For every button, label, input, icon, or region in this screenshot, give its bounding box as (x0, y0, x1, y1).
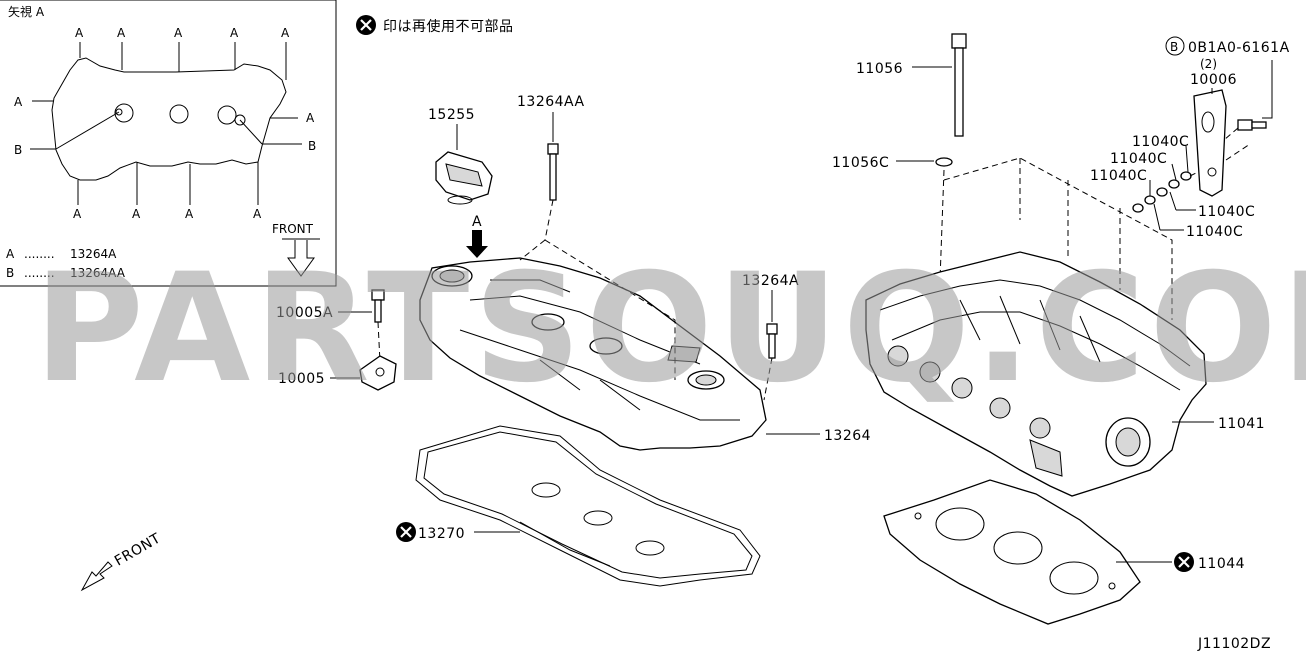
view-a-label: A (472, 214, 482, 230)
diagram-code: J11102DZ (1197, 636, 1271, 652)
bolt-b-mark-icon (1165, 36, 1185, 56)
callout-a: A (230, 26, 239, 40)
part-13264-rocker-cover (419, 257, 767, 451)
label-11040C: 11040C (1090, 168, 1147, 184)
label-11040C: 11040C (1198, 204, 1255, 220)
legend-dots: ........ (24, 247, 55, 261)
label-11044: 11044 (1198, 556, 1245, 572)
legend-key: A (6, 247, 15, 261)
label-11040C: 11040C (1132, 134, 1189, 150)
callout-a: A (306, 111, 315, 125)
legend-value: 13264A (70, 247, 117, 261)
header-note-text: 印は再使用不可部品 (383, 18, 514, 35)
label-15255: 15255 (428, 107, 475, 123)
callout-a: A (185, 207, 194, 221)
part-11056C-washer (935, 157, 953, 167)
label-13264A: 13264A (742, 273, 799, 289)
legend-dots: ........ (24, 266, 55, 280)
inset-spark-hole-2 (169, 104, 189, 124)
callout-a: A (174, 26, 183, 40)
front-arrow-icon (80, 561, 113, 592)
label-10005A: 10005A (276, 305, 333, 321)
inset-title: 矢視 A (8, 4, 45, 19)
callout-a: A (281, 26, 290, 40)
label-13264AA: 13264AA (517, 94, 585, 110)
front-label: FRONT (112, 530, 164, 569)
inset-cover-outline (51, 57, 287, 181)
view-a-arrow-icon (466, 230, 488, 258)
part-11056-head-bolt (951, 33, 967, 137)
inset-callout-letters: A A A A A A A B B A A A A (14, 26, 316, 221)
callout-a: A (75, 26, 84, 40)
non-reusable-note: 印は再使用不可部品 (356, 15, 514, 35)
watermark: PARTSOUQ.COM (34, 242, 1306, 416)
x-mark (360, 19, 372, 31)
callout-b: B (14, 143, 22, 157)
washer-leaders (1149, 145, 1196, 231)
inset-spark-hole-1 (114, 103, 134, 123)
legend-value: 13264AA (70, 266, 126, 280)
bolt-b-letter: B (1170, 40, 1178, 54)
callout-a: A (253, 207, 262, 221)
part-10005-bracket (359, 355, 397, 391)
part-11041-cylinder-head (865, 251, 1207, 497)
inset-front-arrow-icon (287, 240, 315, 277)
label-13270: 13270 (418, 526, 465, 542)
x-mark (400, 526, 412, 538)
label-11056: 11056 (856, 61, 903, 77)
rocker-cover-assembly: 15255 13264AA A (80, 94, 871, 592)
inset-bolt-b1 (115, 108, 123, 116)
label-10006: 10006 (1190, 72, 1237, 88)
callout-a: A (73, 207, 82, 221)
label-0B1A0-6161A: 0B1A0-6161A (1188, 40, 1290, 56)
cylinder-head-assembly: 11056 11056C 11041 (832, 33, 1290, 625)
inset-front-label: FRONT (272, 222, 314, 236)
part-10005A-bolt (371, 289, 385, 323)
callout-b: B (308, 139, 316, 153)
part-13270-gasket (415, 425, 761, 587)
callout-a: A (14, 95, 23, 109)
callout-a: A (132, 207, 141, 221)
part-13264AA-bolt (547, 143, 559, 201)
inset-callout-lines (30, 42, 302, 205)
label-10005: 10005 (278, 371, 325, 387)
label-11056C: 11056C (832, 155, 889, 171)
label-11040C: 11040C (1186, 224, 1243, 240)
x-mark (1178, 556, 1190, 568)
inset-bolt-b2 (234, 114, 246, 126)
label-13264: 13264 (824, 428, 871, 444)
legend-key: B (6, 266, 14, 280)
inset-view-a: 矢視 A A A A A (0, 0, 337, 287)
part-11044-head-gasket (883, 479, 1141, 625)
label-11040C: 11040C (1110, 151, 1167, 167)
inset-legend: A ........ 13264A B ........ 13264AA (6, 247, 126, 280)
callout-a: A (117, 26, 126, 40)
part-15255-oil-cap (435, 151, 493, 205)
inset-frame (0, 0, 337, 287)
label-0B1A0-qty: (2) (1200, 57, 1217, 71)
inset-spark-hole-3 (217, 105, 237, 125)
part-0B1A0-bolt (1237, 119, 1267, 131)
part-11040C-washers (1132, 171, 1192, 213)
label-11041: 11041 (1218, 416, 1265, 432)
part-10006-bracket (1193, 89, 1227, 197)
